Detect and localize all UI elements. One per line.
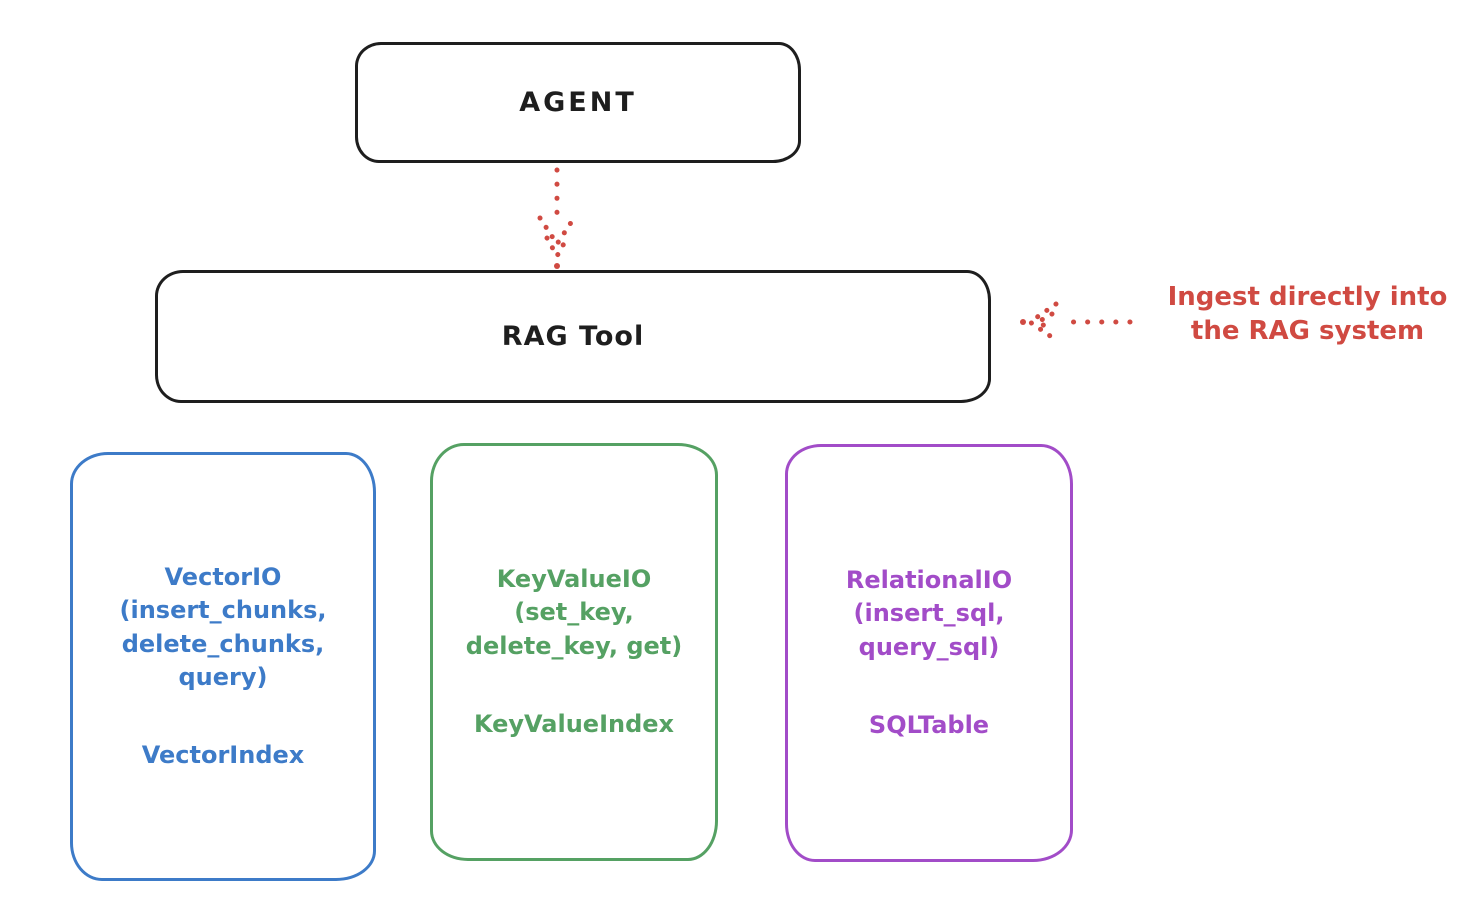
arrow-agent-to-rag-icon — [537, 167, 577, 269]
arrow-annotation-to-rag-icon — [1020, 301, 1133, 343]
sql-table-label: SQLTable — [868, 710, 990, 739]
rag-tool-label: RAG Tool — [501, 321, 645, 352]
store-box-vector-io: VectorIO (insert_chunks, delete_chunks, … — [70, 452, 376, 881]
keyvalue-io-label: KeyValueIO (set_key, delete_key, get) — [465, 564, 683, 660]
agent-box: AGENT — [355, 42, 801, 163]
agent-label: AGENT — [519, 87, 637, 118]
store-box-relational-io: RelationalIO (insert_sql, query_sql) SQL… — [785, 444, 1073, 862]
vector-io-label: VectorIO (insert_chunks, delete_chunks, … — [119, 562, 327, 692]
relational-io-label: RelationalIO (insert_sql, query_sql) — [845, 565, 1013, 661]
keyvalue-index-label: KeyValueIndex — [473, 709, 675, 738]
rag-tool-box: RAG Tool — [155, 270, 991, 403]
vector-index-label: VectorIndex — [141, 740, 305, 769]
store-box-keyvalue-io: KeyValueIO (set_key, delete_key, get) Ke… — [430, 443, 718, 861]
ingest-annotation: Ingest directly into the RAG system — [1167, 282, 1448, 346]
